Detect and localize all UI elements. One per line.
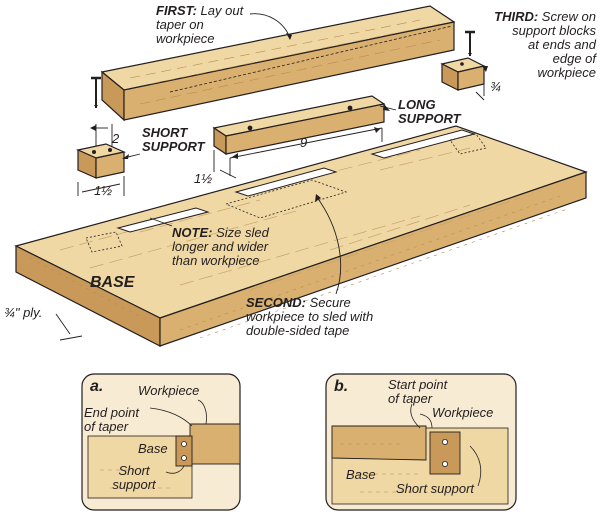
screw-right-icon [465,30,475,56]
detail-a-workpiece-label: Workpiece [138,383,200,398]
second-label-line3: double-sided tape [246,323,350,338]
detail-a-base-label: Base [138,441,168,456]
detail-a-panel [81,373,241,511]
third-label-line3: at ends and [528,37,596,52]
first-label-line2: taper on [156,17,204,32]
detail-b-start-point-label: Start point of taper [388,377,448,406]
third-label-line4: edge of [552,51,596,66]
short-support-label: SHORT SUPPORT [142,125,205,154]
workpiece-board [100,5,456,122]
third-label-line5: workpiece [537,65,596,80]
base-label: BASE [90,274,135,291]
third-support-block [440,57,486,91]
detail-b-base-label: Base [346,467,376,482]
dimension-3-4: ¾ [490,79,501,94]
note-label: NOTE: Size sled longer and wider than wo… [172,226,322,268]
ply-label: ¾" ply. [4,305,43,320]
arrowheads [90,33,488,202]
third-label-line2: support blocks [512,23,596,38]
detail-b-short-support-label: Short support [396,481,475,496]
detail-a-end-point-label: End point of taper [84,405,139,434]
first-label-line3: workpiece [156,31,215,46]
second-label-line1: Secure [309,295,351,310]
second-label-line2: workpiece to sled with [246,309,374,324]
dimension-1-5-short: 1½ [94,183,113,198]
detail-b-letter: b. [334,378,349,395]
long-support-label: LONG SUPPORT [398,97,461,126]
first-label-head: FIRST: [156,3,197,18]
dimension-1-5-long: 1½ [194,171,213,186]
first-label: FIRST: Lay out taper on workpiece [156,4,306,46]
third-label-line1: Screw on [541,9,596,24]
note-label-line1: Size sled [216,225,269,240]
detail-b-panel [325,373,517,511]
second-label-head: SECOND: [246,295,306,310]
first-label-line1: Lay out [200,3,244,18]
dimension-2: 2 [112,131,120,146]
dimension-9: 9 [300,135,308,150]
note-label-head: NOTE: [172,225,213,240]
third-label-head: THIRD: [494,9,539,24]
screw-left-icon [91,76,101,108]
long-support-block [212,95,386,156]
detail-a-short-support-label: Short support [112,463,156,492]
base-board [14,125,588,347]
note-label-line2: longer and wider [172,239,269,254]
detail-b-workpiece-label: Workpiece [432,405,494,420]
second-label: SECOND: Secure workpiece to sled with do… [246,296,426,338]
detail-a-letter: a. [90,378,104,395]
short-support-block [76,143,126,179]
note-label-line3: than workpiece [172,253,260,268]
third-label: THIRD: Screw on support blocks at ends a… [484,10,596,80]
